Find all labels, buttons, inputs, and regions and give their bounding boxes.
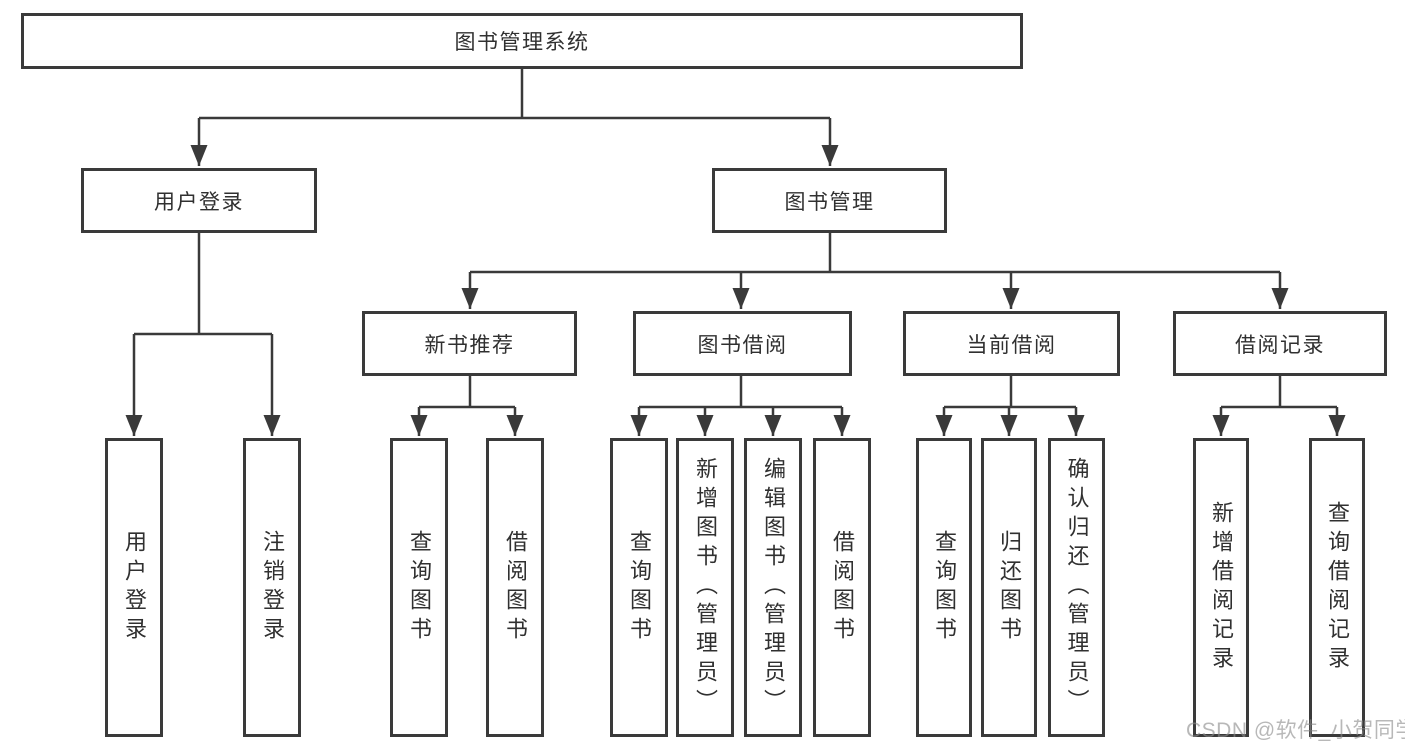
node-label: 图书管理	[784, 190, 875, 214]
leaf-confirm-return-admin: 确认归还（管理员）	[1048, 438, 1105, 737]
node-label: 用户登录	[154, 190, 244, 214]
node-label: 新书推荐	[424, 333, 515, 357]
leaf-label: 注销登录	[260, 529, 285, 646]
leaf-query-books-recommend: 查询图书	[390, 438, 448, 737]
leaf-label: 借阅图书	[830, 529, 855, 646]
leaf-label: 确认归还（管理员）	[1064, 457, 1090, 718]
leaf-return-books: 归还图书	[981, 438, 1037, 737]
node-label: 图书管理系统	[454, 31, 590, 54]
leaf-label: 查询图书	[932, 529, 957, 646]
node-library-management-system: 图书管理系统	[21, 13, 1023, 69]
bus-bookmgmt-to-level3	[470, 233, 1280, 274]
bus-userlogin-to-leaves	[134, 233, 272, 336]
node-borrowing-records: 借阅记录	[1173, 311, 1387, 376]
node-book-borrowing: 图书借阅	[633, 311, 852, 376]
leaf-label: 查询图书	[627, 529, 652, 646]
leaf-label: 查询图书	[407, 529, 432, 646]
leaf-user-login: 用户登录	[105, 438, 163, 737]
leaf-label: 查询借阅记录	[1325, 500, 1350, 675]
node-label: 借阅记录	[1235, 333, 1325, 357]
csdn-watermark: CSDN @软件_小贺同学	[1186, 719, 1405, 742]
bus-bookborrow-to-leaves	[639, 376, 842, 409]
leaf-edit-books-admin: 编辑图书（管理员）	[744, 438, 802, 737]
leaf-label: 用户登录	[122, 529, 147, 646]
node-book-management: 图书管理	[712, 168, 947, 233]
leaf-add-books-admin: 新增图书（管理员）	[676, 438, 734, 737]
leaf-add-borrow-record: 新增借阅记录	[1193, 438, 1249, 737]
bus-borrowrec-to-leaves	[1221, 376, 1337, 409]
bus-newrec-to-leaves	[419, 376, 515, 409]
leaf-query-books-borrow: 查询图书	[610, 438, 668, 737]
node-label: 当前借阅	[966, 333, 1057, 357]
leaf-borrow-books: 借阅图书	[813, 438, 871, 737]
arrow-stems	[125, 118, 1346, 436]
leaf-logout: 注销登录	[243, 438, 301, 737]
leaf-label: 新增借阅记录	[1209, 500, 1234, 675]
node-new-book-recommendation: 新书推荐	[362, 311, 577, 376]
leaf-query-borrow-record: 查询借阅记录	[1309, 438, 1365, 737]
bus-curborrow-to-leaves	[944, 376, 1076, 409]
node-user-login: 用户登录	[81, 168, 317, 233]
bus-root-to-level2	[199, 69, 830, 120]
node-current-borrowing: 当前借阅	[903, 311, 1120, 376]
leaf-borrow-books-recommend: 借阅图书	[486, 438, 544, 737]
leaf-label: 归还图书	[997, 529, 1022, 646]
leaf-label: 借阅图书	[503, 529, 528, 646]
leaf-query-books-current: 查询图书	[916, 438, 972, 737]
node-label: 图书借阅	[697, 333, 788, 357]
leaf-label: 编辑图书（管理员）	[761, 457, 786, 718]
leaf-label: 新增图书（管理员）	[693, 457, 718, 718]
